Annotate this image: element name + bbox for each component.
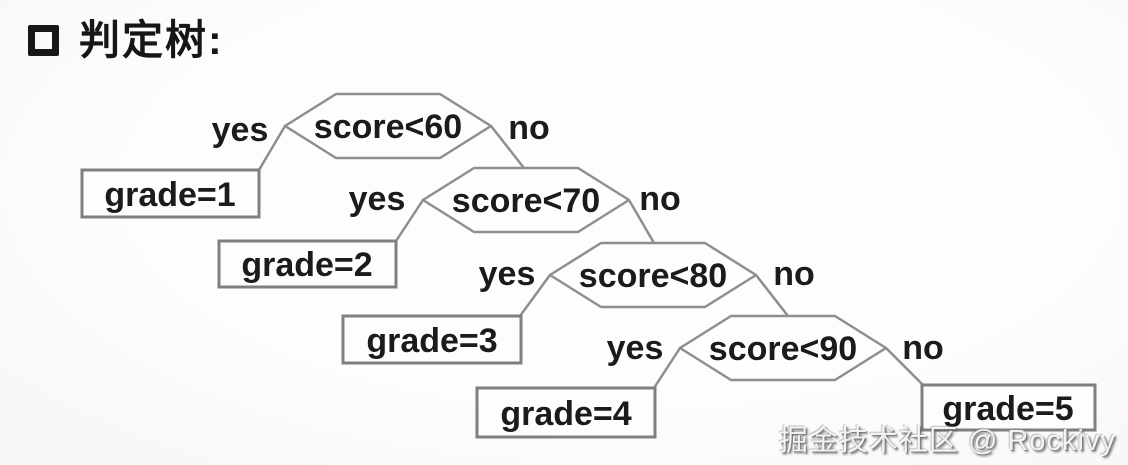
leaf-label: grade=5 [942, 390, 1073, 428]
hexagon-shape [548, 241, 758, 309]
edge-score60-no [489, 124, 526, 170]
edge-score90-yes [652, 346, 682, 390]
square-outline-icon [28, 25, 59, 56]
hexagon-shape [283, 92, 493, 160]
edge-score60-yes [257, 124, 287, 172]
branch-labels: yes no yes no yes no yes no [212, 109, 944, 367]
hexagon-shape [678, 314, 888, 382]
decision-label: score<90 [709, 330, 857, 368]
leaf-node-grade3: grade=3 [341, 314, 523, 365]
branch-label-no: no [639, 180, 681, 218]
branch-label-yes: yes [349, 180, 406, 218]
leaf-box [80, 168, 261, 219]
branch-label-no: no [508, 109, 550, 147]
leaf-node-grade1: grade=1 [80, 168, 261, 219]
tree-edges [257, 124, 926, 390]
watermark-text: 掘金技术社区 @ Rockivy [778, 425, 1116, 457]
decision-node-score60: score<60 [283, 92, 493, 160]
decision-node-score90: score<90 [678, 314, 888, 382]
leaf-label: grade=1 [104, 176, 235, 214]
leaf-box [920, 383, 1097, 432]
leaf-box [475, 386, 657, 439]
edge-score70-yes [394, 198, 425, 243]
branch-label-no: no [773, 255, 815, 293]
leaf-node-grade5: grade=5 [920, 383, 1097, 432]
edge-score80-yes [518, 273, 552, 318]
decision-node-score70: score<70 [421, 166, 631, 234]
decision-node-score80: score<80 [548, 241, 758, 309]
hexagon-shape [421, 166, 631, 234]
leaf-node-grade2: grade=2 [217, 239, 398, 289]
edge-score70-no [627, 198, 656, 245]
leaf-node-grade4: grade=4 [475, 386, 657, 439]
leaf-label: grade=4 [500, 395, 631, 433]
edge-score80-no [754, 273, 790, 318]
decision-label: score<80 [579, 257, 727, 295]
leaf-box [217, 239, 398, 289]
leaf-label: grade=3 [366, 322, 497, 360]
slide-title-row: 判定树: [28, 20, 224, 61]
branch-label-yes: yes [607, 329, 664, 367]
decision-label: score<60 [314, 108, 462, 146]
leaf-box [341, 314, 523, 365]
branch-label-yes: yes [479, 255, 536, 293]
leaf-label: grade=2 [241, 246, 372, 284]
edge-score90-no [884, 346, 926, 388]
decision-label: score<70 [452, 182, 600, 220]
branch-label-yes: yes [212, 111, 269, 149]
page-title: 判定树: [79, 17, 224, 63]
branch-label-no: no [902, 329, 944, 367]
